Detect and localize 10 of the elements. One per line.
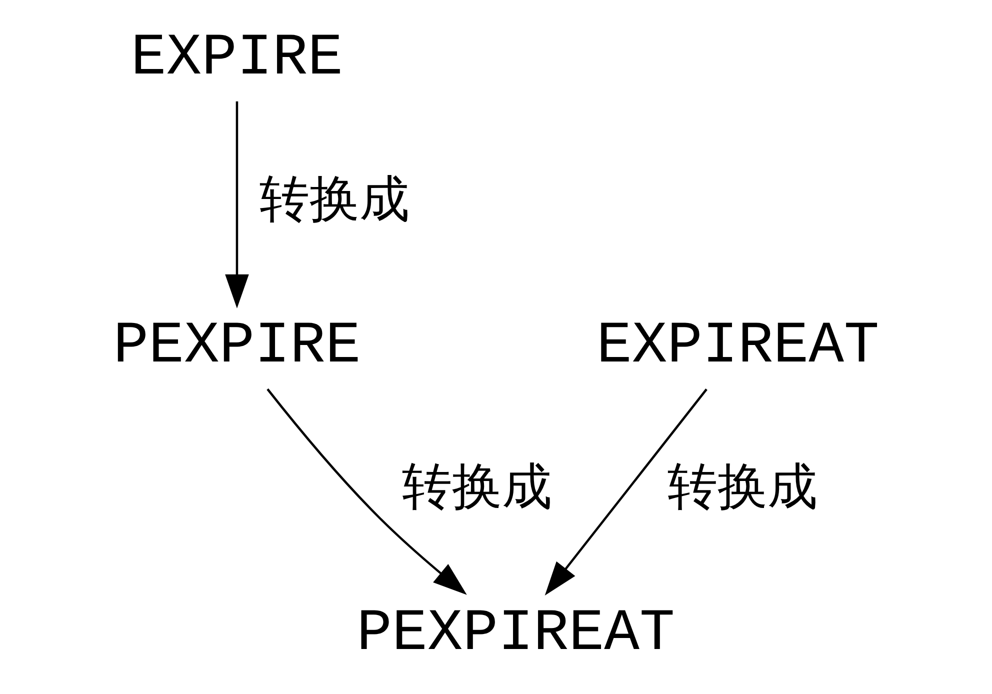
node-text: PEXPIRE: [112, 312, 360, 380]
arrow: [544, 388, 707, 596]
node-text: EXPIREAT: [596, 312, 879, 380]
edge-label: 转换成: [402, 458, 552, 516]
edge-label: 转换成: [666, 458, 817, 516]
node-text: EXPIRE: [130, 24, 343, 92]
arrow: [266, 388, 466, 595]
node-text: PEXPIREAT: [356, 600, 674, 668]
arrow: [224, 101, 248, 308]
edge-label: 转换成: [258, 170, 409, 228]
